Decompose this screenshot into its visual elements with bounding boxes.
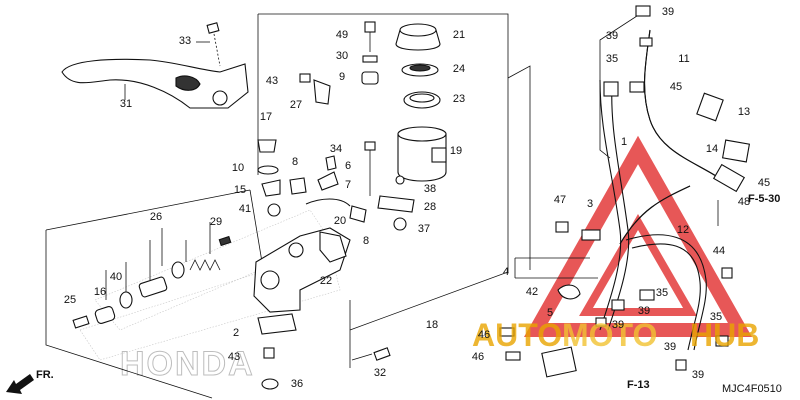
part-label-p46a: 46	[478, 329, 490, 341]
front-label: FR.	[36, 369, 54, 381]
automotohub-watermark: AUTO MOTO HUB	[472, 317, 759, 353]
part-label-p29: 29	[210, 216, 222, 228]
part-label-p40: 40	[110, 271, 122, 283]
red-triangle-watermark	[523, 135, 753, 337]
honda-wing-watermark: HONDA	[79, 209, 341, 384]
part-label-p16: 16	[94, 286, 106, 298]
part-label-p13: 13	[738, 106, 750, 118]
part-label-p1: 1	[621, 136, 627, 148]
part-label-p44: 44	[713, 245, 725, 257]
part-label-p49: 49	[336, 29, 348, 41]
part-label-p14: 14	[706, 143, 718, 155]
part-label-p39f: 39	[692, 369, 704, 381]
part-label-p12: 12	[677, 224, 689, 236]
part-label-p7: 7	[345, 179, 351, 191]
part-label-p10: 10	[232, 162, 244, 174]
part-label-p3: 3	[587, 198, 593, 210]
part-label-p43b: 43	[228, 351, 240, 363]
brake-lever	[61, 58, 249, 109]
part-label-p42: 42	[526, 286, 538, 298]
part-label-p36: 36	[291, 378, 303, 390]
part-label-p22: 22	[320, 275, 332, 287]
part-label-p38: 38	[424, 183, 436, 195]
watermark-text-hub: HUB	[690, 317, 759, 353]
part-label-p37: 37	[418, 223, 430, 235]
part-label-p18: 18	[426, 319, 438, 331]
part-label-p21: 21	[453, 29, 465, 41]
part-label-p39d: 39	[612, 319, 624, 331]
part-label-p30: 30	[336, 50, 348, 62]
part-label-p19: 19	[450, 145, 462, 157]
part-label-p31: 31	[120, 98, 132, 110]
part-label-p24: 24	[453, 63, 465, 75]
part-label-p47: 47	[554, 194, 566, 206]
part-label-p11: 11	[678, 53, 689, 65]
front-direction-arrow: FR.	[6, 369, 54, 394]
part-label-p48: 48	[738, 196, 750, 208]
part-label-p15: 15	[234, 184, 246, 196]
watermark-text-moto: MOTO	[562, 317, 657, 353]
reservoir-assembly	[377, 23, 447, 231]
part-label-p17: 17	[260, 111, 272, 123]
part-label-p9: 9	[339, 71, 345, 83]
frame-lines	[45, 13, 641, 399]
part-label-p28: 28	[424, 201, 436, 213]
part-label-p33: 33	[179, 35, 191, 47]
honda-brand-text: HONDA	[120, 345, 255, 383]
part-label-p39c: 39	[638, 305, 650, 317]
part-label-p39b: 39	[606, 30, 618, 42]
piston-kit	[72, 222, 232, 329]
part-label-p45b: 45	[758, 177, 770, 189]
lever-pivot-bolt	[196, 22, 221, 67]
part-label-p4: 4	[503, 266, 509, 278]
part-label-p35c: 35	[710, 311, 722, 323]
part-label-p35b: 35	[656, 287, 668, 299]
reference-label-f13: F-13	[627, 379, 650, 391]
part-label-p35a: 35	[606, 53, 618, 65]
part-label-p39e: 39	[664, 341, 676, 353]
part-label-p43a: 43	[266, 75, 278, 87]
part-label-p32: 32	[374, 367, 386, 379]
small-parts	[257, 21, 391, 390]
brake-hoses	[499, 5, 751, 378]
part-label-p8a: 8	[292, 156, 298, 168]
reference-label-f530: F-5-30	[748, 193, 780, 205]
part-label-p25: 25	[64, 294, 76, 306]
part-label-p34: 34	[330, 143, 342, 155]
part-label-p5: 5	[547, 307, 553, 319]
part-label-p45a: 45	[670, 81, 682, 93]
part-label-p2: 2	[233, 327, 239, 339]
part-label-p20: 20	[334, 215, 346, 227]
diagram-code: MJC4F0510	[722, 383, 782, 395]
part-label-p39a: 39	[662, 6, 674, 18]
part-label-p6: 6	[345, 160, 351, 172]
part-label-p26: 26	[150, 211, 162, 223]
master-cylinder-body	[253, 227, 351, 335]
part-label-p41: 41	[239, 203, 251, 215]
reference-labels: F-5-30F-13	[627, 193, 780, 391]
part-label-p23: 23	[453, 93, 465, 105]
part-label-p46b: 46	[472, 351, 484, 363]
watermark-text-auto: AUTO	[472, 317, 562, 353]
part-label-p8b: 8	[363, 235, 369, 247]
part-label-p27: 27	[290, 99, 302, 111]
